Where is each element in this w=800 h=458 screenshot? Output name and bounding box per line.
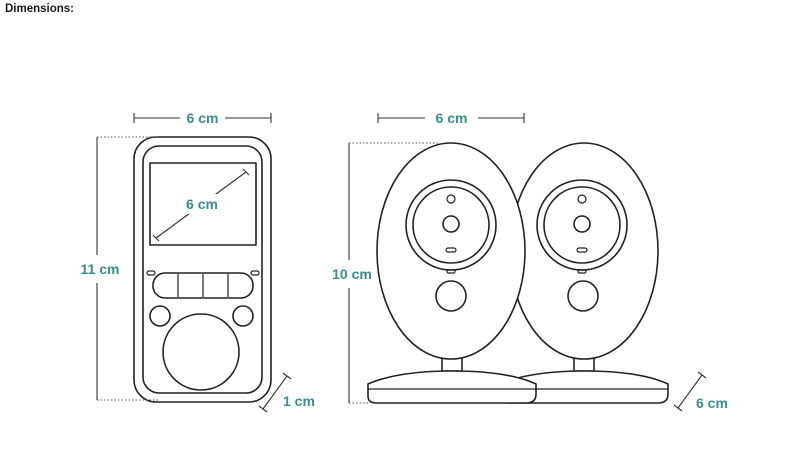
monitor-depth-tick-start — [258, 405, 268, 413]
camera-left-sensor — [446, 194, 456, 204]
monitor-button-bar — [152, 272, 254, 299]
camera-right-night-sensor — [567, 280, 599, 312]
camera-right-light — [576, 247, 588, 253]
camera-left-stand — [367, 347, 537, 404]
camera-depth-tick-end — [697, 371, 707, 379]
monitor-left-indicator — [146, 270, 156, 276]
camera-right-face-inner — [543, 186, 621, 264]
camera-depth-tick-start — [673, 404, 683, 412]
monitor-outer-body — [133, 136, 272, 403]
camera-left-base — [367, 370, 537, 404]
camera-left-night-sensor — [435, 280, 467, 312]
monitor-height-label: 11 cm — [81, 261, 120, 277]
parent-monitor — [96, 113, 292, 413]
camera-left-face-inner — [412, 186, 490, 264]
monitor-inner-body — [142, 145, 263, 394]
camera-right-shell — [509, 142, 659, 360]
camera-right-lens — [573, 215, 591, 233]
monitor-right-round-button — [232, 305, 254, 327]
monitor-screen-label: 6 cm — [186, 196, 218, 212]
camera-left-head — [376, 142, 526, 360]
screen-diagonal-tick-end — [242, 168, 250, 176]
monitor-left-round-button — [149, 305, 171, 327]
camera-height-label: 10 cm — [332, 266, 372, 282]
dimension-labels: 6 cm 6 cm 11 cm 1 cm 6 cm 10 cm 6 cm — [81, 110, 728, 411]
camera-right-head — [509, 142, 659, 360]
camera-left-shell — [376, 142, 526, 360]
camera-left-mic — [446, 269, 456, 274]
camera-right-sensor — [577, 194, 587, 204]
camera-right-mic — [577, 269, 587, 274]
camera-depth-label: 6 cm — [696, 395, 728, 411]
screen-label-backdrop — [181, 194, 223, 214]
monitor-right-indicator — [250, 270, 260, 276]
camera-width-label: 6 cm — [436, 110, 468, 126]
monitor-screen — [149, 162, 257, 246]
camera-left-lens — [442, 215, 460, 233]
page-heading: Dimensions: — [5, 3, 75, 15]
monitor-width-label: 6 cm — [187, 110, 219, 126]
baby-cameras — [348, 113, 707, 412]
camera-left-light — [445, 247, 457, 253]
screen-diagonal-tick-start — [152, 234, 160, 242]
monitor-dial — [162, 313, 240, 391]
monitor-depth-label: 1 cm — [283, 393, 315, 409]
camera-depth-line — [677, 374, 703, 409]
monitor-depth-tick-end — [282, 372, 292, 380]
monitor-depth-line — [262, 375, 288, 410]
